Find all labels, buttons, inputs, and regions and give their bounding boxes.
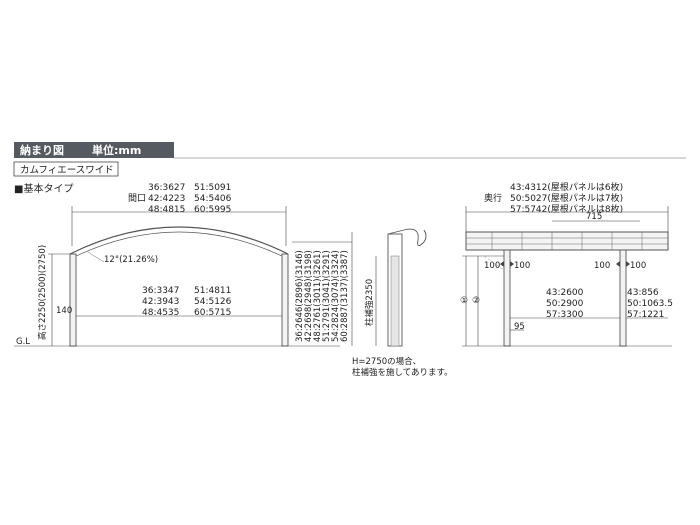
inner-row-3-a: 48:4535 (142, 308, 179, 318)
span-row-2: 50:2900 (546, 299, 584, 309)
dim-100-d: 100 (630, 261, 646, 271)
product-label-box (13, 161, 119, 177)
depth-caption: 奥行 (484, 192, 502, 204)
inner-row-2-a: 42:3943 (142, 297, 179, 307)
angle-leader (87, 251, 105, 263)
post-reinforcement (390, 255, 400, 347)
depth-row-1: 43:4312(屋根パネルは6枚) (510, 181, 623, 193)
total-height-36: 36:2646(2896)(3146) (295, 250, 305, 342)
depth-row-2: 50:5027(屋根パネルは7枚) (510, 192, 623, 204)
span-row-1: 43:2600 (546, 288, 584, 298)
side-post-rear (619, 249, 627, 347)
width-row-1-b: 51:5091 (194, 183, 231, 193)
width-row-1-a: 36:3627 (148, 183, 185, 193)
total-height-51: 51:2791(3041)(3291) (322, 250, 332, 342)
total-height-60: 60:2887(3137)(3387) (340, 250, 350, 342)
over-row-2: 50:1063.5 (627, 299, 673, 309)
reinforce-label: 柱補強2350 (364, 279, 375, 326)
ground-label: G.L (16, 337, 30, 347)
header-unit: 単位:mm (92, 143, 141, 157)
brace-guide (483, 255, 505, 271)
note-line-2: 柱補強を施してあります。 (352, 367, 453, 378)
width-caption: 間口 (128, 193, 146, 204)
post-profile-break (387, 228, 427, 246)
over-row-1: 43:856 (627, 288, 659, 298)
width-row-3-b: 60:5995 (194, 205, 231, 215)
front-post-left (69, 253, 77, 347)
front-height: 高さ2250(2500)(2750) (37, 245, 48, 340)
dim-100-c: 100 (594, 261, 610, 271)
roof-arch-inner (71, 231, 287, 259)
dim-100-b: 100 (514, 261, 530, 271)
circle-2: ② (472, 296, 480, 306)
total-height-54: 54:2824(3074)(3324) (331, 250, 341, 342)
front-post-right (281, 253, 289, 347)
width-row-3-a: 48:4815 (148, 205, 185, 215)
front-left-dim: 140 (56, 306, 72, 316)
span-row-3: 57:3300 (546, 310, 584, 320)
type-label: ■基本タイプ (14, 182, 73, 195)
arrow-100-b (510, 261, 514, 267)
width-row-2-a: 42:4223 (148, 194, 185, 204)
front-view: 36:3627 51:5091 間口 42:4223 54:5406 48:48… (14, 183, 453, 378)
inner-row-1-b: 51:4811 (194, 286, 231, 296)
side-post-front (503, 249, 511, 347)
arrow-100-c (616, 261, 620, 267)
dim-100-a: 100 (484, 261, 500, 271)
header-title: 納まり図 (20, 143, 64, 157)
over-row-3: 57:1221 (627, 310, 664, 320)
depth-row-3: 57:5742(屋根パネルは8枚) (510, 203, 623, 215)
side-view: 43:4312(屋根パネルは6枚) 奥行 50:5027(屋根パネルは7枚) 5… (460, 181, 673, 347)
total-height-48: 48:2761(3011)(3261) (313, 250, 323, 342)
side-roof (465, 231, 669, 251)
inner-row-3-b: 60:5715 (194, 308, 231, 318)
total-height-42: 42:2698(2948)(3198) (304, 250, 314, 342)
roof-arch-outer (69, 226, 289, 255)
top-dim: 715 (586, 212, 602, 222)
header-bar (14, 142, 174, 158)
note-line-1: H=2750の場合、 (352, 356, 421, 367)
width-row-2-b: 54:5406 (194, 194, 232, 204)
circle-1: ① (460, 296, 468, 306)
product-label: カムフィエースワイド (20, 165, 114, 176)
roof-angle: 12°(21.26%) (104, 255, 158, 265)
arrow-100-a (500, 261, 504, 267)
inner-row-1-a: 36:3347 (142, 286, 179, 296)
inner-row-2-b: 54:5126 (194, 297, 232, 307)
arrow-100-d (626, 261, 630, 267)
dim-95: 95 (514, 322, 525, 332)
